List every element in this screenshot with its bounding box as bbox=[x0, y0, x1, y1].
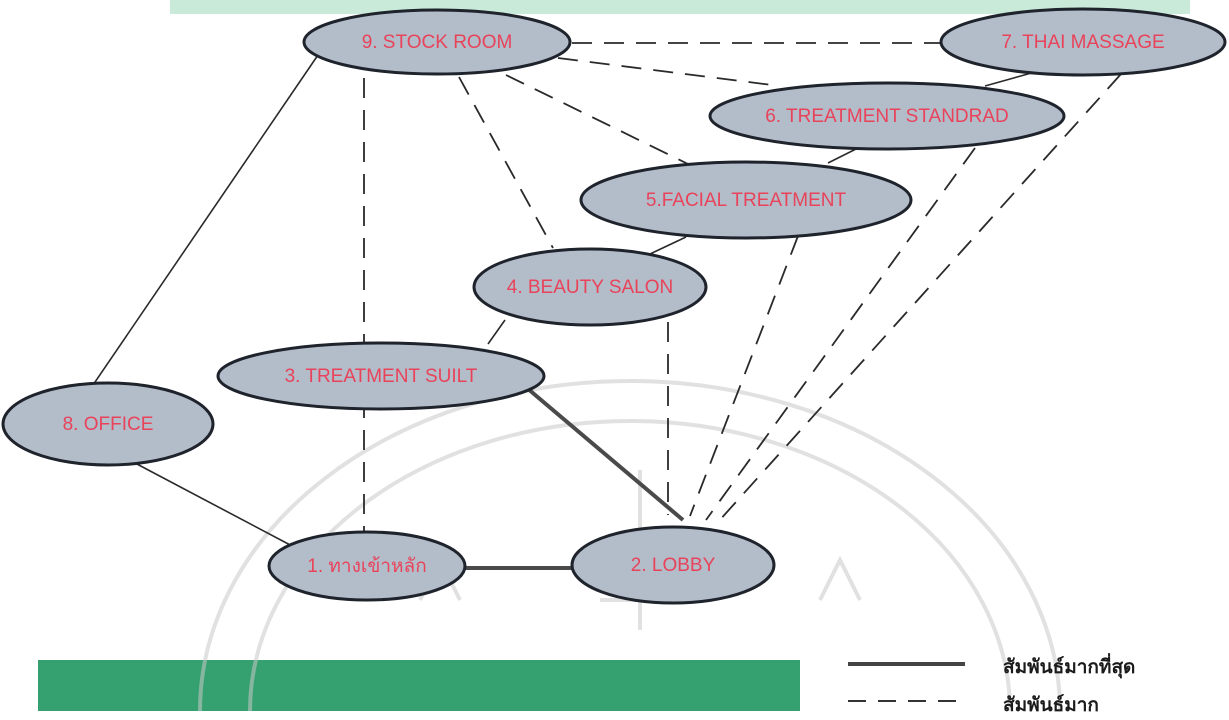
edge-n8-n1-most-related bbox=[134, 462, 295, 548]
node-ellipse bbox=[939, 7, 1227, 77]
edge-n7-n2-related bbox=[717, 73, 1122, 523]
edge-n7-n6-most-related bbox=[984, 71, 1036, 87]
node-label: 5.FACIAL TREATMENT bbox=[646, 190, 847, 211]
node-n9: 9. STOCK ROOM bbox=[302, 8, 572, 76]
edges bbox=[92, 42, 1122, 570]
legend-most-related-label: สัมพันธ์มากที่สุด bbox=[1003, 656, 1136, 678]
node-n7: 7. THAI MASSAGE bbox=[939, 7, 1227, 77]
node-ellipse bbox=[570, 525, 776, 605]
node-ellipse bbox=[708, 81, 1066, 151]
node-ellipse bbox=[302, 8, 572, 76]
node-ellipse bbox=[472, 247, 708, 327]
node-label: 4. BEAUTY SALON bbox=[507, 277, 674, 298]
node-ellipse bbox=[216, 341, 546, 411]
node-label: 7. THAI MASSAGE bbox=[1001, 32, 1164, 53]
nodes: 1. ทางเข้าหลัก 2. LOBBY 3. TREATMENT SUILT… bbox=[1, 7, 1227, 605]
node-n2: 2. LOBBY bbox=[570, 525, 776, 605]
node-ellipse bbox=[267, 530, 467, 602]
edge-n6-n2-related bbox=[705, 147, 976, 521]
node-label: 6. TREATMENT STANDRAD bbox=[765, 106, 1009, 127]
node-n1: 1. ทางเข้าหลัก bbox=[267, 530, 467, 602]
node-ellipse bbox=[579, 160, 913, 240]
node-n8: 8. OFFICE bbox=[1, 381, 215, 467]
legend-related-label: สัมพันธ์มาก bbox=[1003, 694, 1099, 716]
edge-n9-n8-most-related bbox=[92, 54, 319, 386]
node-n3: 3. TREATMENT SUILT bbox=[216, 341, 546, 411]
node-n6: 6. TREATMENT STANDRAD bbox=[708, 81, 1066, 151]
node-label: 1. ทางเข้าหลัก bbox=[307, 556, 426, 577]
bottom-decorative-band bbox=[38, 660, 800, 711]
node-ellipse bbox=[1, 381, 215, 467]
node-label: 9. STOCK ROOM bbox=[362, 32, 513, 53]
node-n5: 5.FACIAL TREATMENT bbox=[579, 160, 913, 240]
edge-n9-n4-related bbox=[458, 76, 554, 249]
node-label: 8. OFFICE bbox=[63, 414, 154, 435]
edge-n9-n5-related bbox=[505, 74, 691, 166]
edge-n9-n6-related bbox=[557, 57, 781, 87]
edge-n5-n2-related bbox=[689, 235, 799, 517]
edge-n3-n2-most-related bbox=[519, 381, 685, 522]
edge-n6-n5-most-related bbox=[827, 147, 859, 164]
node-n4: 4. BEAUTY SALON bbox=[472, 247, 708, 327]
edge-n4-n3-most-related bbox=[487, 319, 506, 345]
node-label: 2. LOBBY bbox=[631, 555, 716, 576]
edge-n5-n4-most-related bbox=[649, 236, 687, 255]
node-label: 3. TREATMENT SUILT bbox=[285, 366, 478, 387]
